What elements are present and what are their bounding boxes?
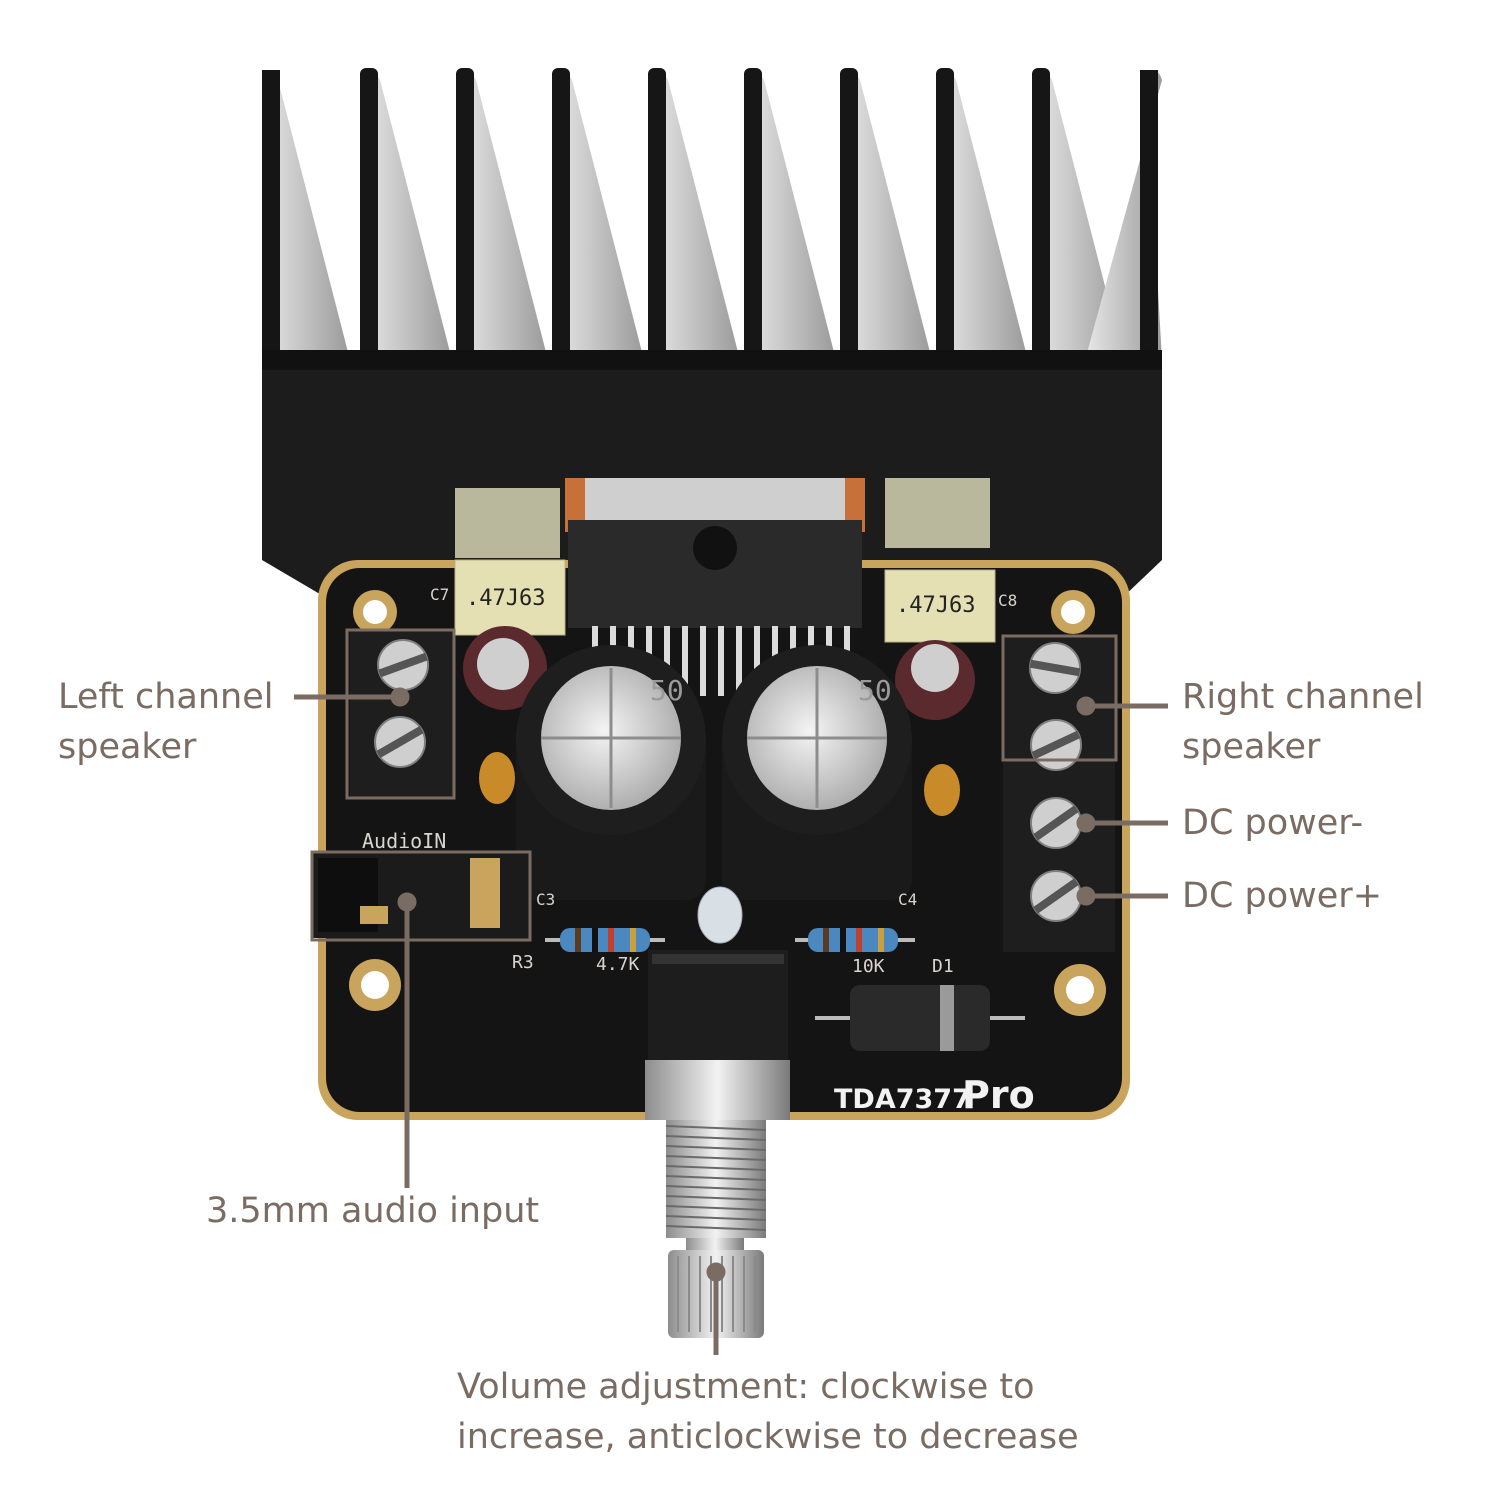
pot-thread-line: [665, 1215, 767, 1221]
heatsink-fin-edge: [552, 68, 570, 360]
heatsink-fin-edge: [840, 68, 858, 360]
audio-input-jack: [312, 852, 530, 938]
svg-text:.47J63: .47J63: [466, 586, 545, 611]
callout-lines: [294, 687, 1168, 1355]
board-model: TDA7377: [834, 1084, 971, 1115]
large-capacitor-right: 50: [722, 645, 912, 900]
ic-pin: [754, 626, 760, 696]
pot-thread-line: [665, 1195, 767, 1201]
silk-c3: C3: [536, 890, 555, 909]
ic-pin: [718, 626, 724, 696]
right-terminal-highlight: [1001, 634, 1118, 762]
ic-pin: [736, 626, 742, 696]
slotted-screw-icon[interactable]: [1030, 870, 1082, 922]
right-terminal-block: [1003, 636, 1115, 952]
pot-thread-line: [665, 1185, 767, 1191]
heatsink-fin: [938, 71, 1028, 360]
slotted-screw-icon[interactable]: [1030, 719, 1082, 771]
heatsink-fin-edge: [360, 68, 378, 360]
ic-pin: [682, 626, 688, 696]
highlight-boxes: [310, 628, 1118, 942]
board-model-suffix: Pro: [962, 1073, 1035, 1117]
silk-c7: C7: [430, 585, 449, 604]
small-capacitor-right: [895, 640, 975, 720]
large-capacitor-left: 50: [516, 645, 706, 900]
silk-audio-in: AudioIN: [362, 829, 446, 853]
slotted-screw-icon[interactable]: [1029, 642, 1081, 694]
small-capacitor-left: [463, 626, 547, 710]
ceramic-capacitor: [924, 764, 960, 816]
slotted-screw-icon[interactable]: [374, 716, 426, 768]
volume-label-line1: Volume adjustment: clockwise to: [457, 1367, 1035, 1407]
heatsink-fin-edge: [648, 68, 666, 360]
silk-d1: D1: [932, 956, 954, 977]
slotted-screw-icon[interactable]: [1030, 797, 1082, 849]
pot-thread-line: [665, 1155, 767, 1161]
pot-thread-line: [665, 1165, 767, 1171]
pot-thread-line: [665, 1175, 767, 1181]
right-channel-label: Right channel speaker: [1182, 672, 1424, 772]
silk-r3-value: 4.7K: [596, 954, 640, 975]
left-channel-label: Left channel speaker: [58, 672, 273, 772]
pot-thread-line: [665, 1225, 767, 1231]
dc-power-plus-label: DC power+: [1182, 876, 1383, 916]
diode-d1: [815, 985, 1025, 1051]
audio-input-label: 3.5mm audio input: [206, 1191, 540, 1231]
led-indicator: [697, 886, 743, 944]
dc-power-minus-label: DC power-: [1182, 803, 1364, 843]
audio-jack-highlight: [310, 850, 532, 942]
heatsink-fin: [1034, 71, 1124, 360]
heatsink-fin-edge: [1032, 68, 1050, 360]
svg-text:50: 50: [858, 674, 892, 707]
volume-label-line2: increase, anticlockwise to decrease: [457, 1417, 1079, 1457]
right-channel-label-line2: speaker: [1182, 727, 1321, 767]
silkscreen-labels: AudioIN C7 C8 C3 C4 R3 D1 4.7K 10K TDA73…: [362, 585, 1035, 1117]
silk-c8: C8: [998, 591, 1017, 610]
right-channel-label-line1: Right channel: [1182, 677, 1424, 717]
pot-thread-line: [665, 1145, 767, 1151]
left-channel-label-line1: Left channel: [58, 677, 274, 717]
pot-thread-line: [665, 1125, 767, 1131]
heatsink-fin: [362, 71, 452, 360]
ic-pin: [664, 626, 670, 696]
silk-r-right-value: 10K: [852, 956, 885, 977]
volume-adjustment-label: Volume adjustment: clockwise to increase…: [457, 1362, 1079, 1462]
heatsink-fin-edge: [936, 68, 954, 360]
heatsink-fin: [650, 71, 740, 360]
heatsink-fin-edge: [456, 68, 474, 360]
left-terminal-highlight: [345, 628, 456, 800]
resistor-r3: [545, 928, 665, 952]
heatsink-fin: [458, 71, 548, 360]
heatsink-fin: [746, 71, 836, 360]
silk-r3: R3: [512, 952, 534, 973]
pot-thread-line: [665, 1205, 767, 1211]
left-speaker-terminal: [350, 630, 455, 798]
heatsink-fin-edge: [744, 68, 762, 360]
svg-text:50: 50: [650, 674, 684, 707]
silk-c4: C4: [898, 890, 917, 909]
left-channel-label-line2: speaker: [58, 727, 197, 767]
volume-potentiometer: [645, 950, 790, 1338]
ceramic-capacitor: [479, 752, 515, 804]
slotted-screw-icon[interactable]: [377, 639, 429, 691]
amplifier-ic: [565, 478, 865, 696]
film-capacitor-c7: .47J63: [454, 488, 566, 636]
heatsink-fin: [842, 71, 932, 360]
resistor-right: [795, 928, 915, 952]
heatsink-fin: [554, 71, 644, 360]
ic-pin: [700, 626, 706, 696]
pot-thread-line: [665, 1135, 767, 1141]
svg-text:.47J63: .47J63: [896, 593, 975, 618]
film-capacitor-c8: .47J63: [884, 478, 996, 643]
